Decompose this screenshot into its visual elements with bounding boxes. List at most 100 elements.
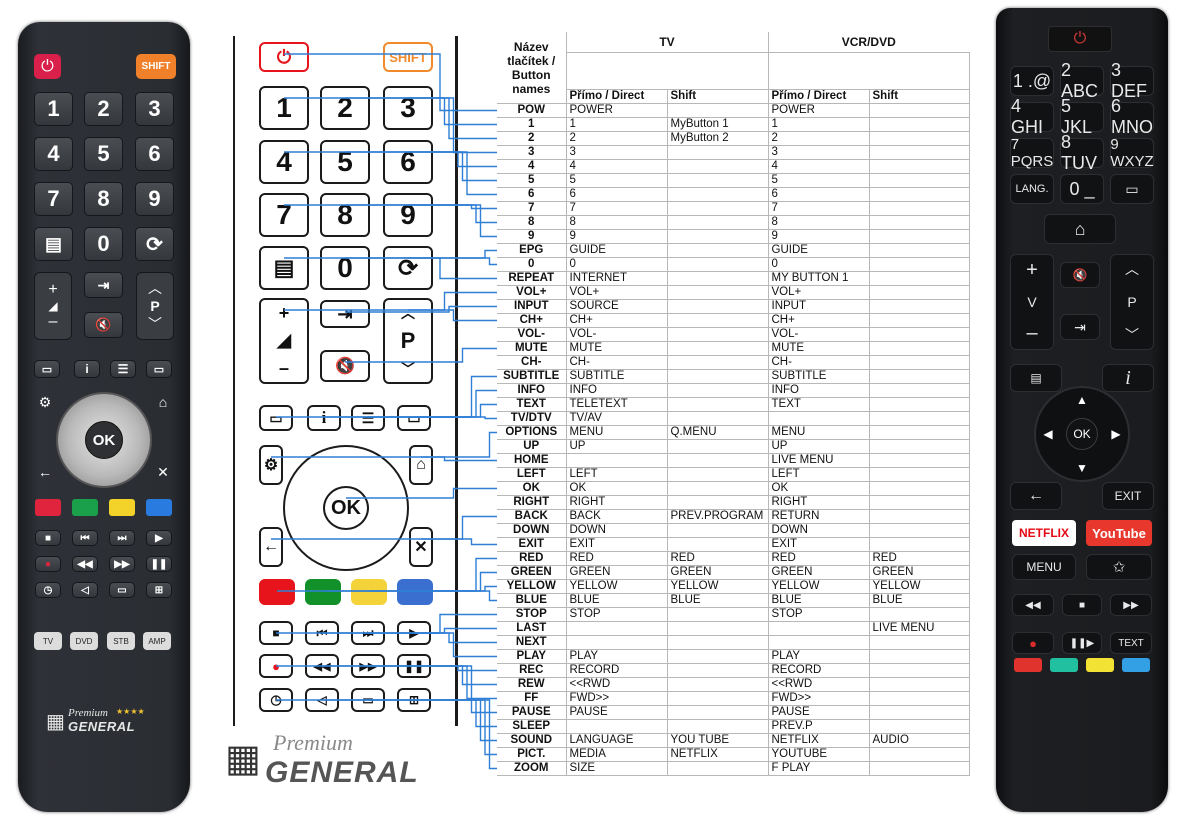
rr-channel-rocker[interactable]: ︿ P ﹀ — [1110, 254, 1154, 350]
source-amp-button[interactable]: AMP — [143, 632, 171, 650]
diagram-input-button[interactable]: ⇥ — [320, 300, 370, 328]
rr-guide-button[interactable]: ▤ — [1010, 364, 1062, 392]
diagram-digit-5[interactable]: 5 — [320, 140, 370, 184]
diagram-exit-button[interactable]: ✕ — [409, 527, 433, 567]
diagram-digit-3[interactable]: 3 — [383, 86, 433, 130]
rr-favorite-button[interactable]: ✩ — [1086, 554, 1152, 580]
diagram-record-button[interactable]: ● — [259, 654, 293, 678]
rr-power-button[interactable]: ⏻ — [1048, 26, 1112, 52]
rr-play-pause-button[interactable]: ❚❚▶ — [1062, 632, 1102, 654]
digit-4-button[interactable]: 4 — [34, 137, 73, 171]
sleep-button[interactable]: ◷ — [35, 582, 61, 598]
diagram-rewind-button[interactable]: ◀◀ — [305, 654, 339, 678]
rr-key-7[interactable]: 7 PQRS — [1010, 136, 1054, 170]
stop-button[interactable]: ■ — [35, 530, 61, 546]
volume-rocker[interactable]: +◢– — [34, 272, 72, 340]
diagram-stop-button[interactable]: ■ — [259, 621, 293, 645]
diagram-picture-button[interactable]: ▭ — [351, 688, 385, 712]
rr-key-1[interactable]: 1 .@ — [1010, 66, 1054, 96]
picture-button[interactable]: ▭ — [109, 582, 135, 598]
shift-button[interactable]: SHIFT — [136, 54, 176, 79]
rr-rewind-button[interactable]: ◀◀ — [1012, 594, 1054, 616]
diagram-repeat-button[interactable]: ⟳ — [383, 246, 433, 290]
rewind-button[interactable]: ◀◀ — [72, 556, 98, 572]
repeat-button[interactable]: ⟳ — [135, 227, 174, 261]
rr-back-button[interactable]: ← — [1010, 482, 1062, 510]
diagram-yellow-button[interactable] — [351, 579, 387, 605]
record-button[interactable]: ● — [35, 556, 61, 572]
rr-lang-button[interactable]: LANG. — [1010, 174, 1054, 204]
tv-dtv-button[interactable]: ▭ — [146, 360, 172, 378]
mute-button[interactable]: 🔇 — [84, 312, 123, 338]
diagram-forward-button[interactable]: ▶▶ — [351, 654, 385, 678]
green-button[interactable] — [72, 499, 98, 516]
diagram-digit-6[interactable]: 6 — [383, 140, 433, 184]
rr-netflix-button[interactable]: NETFLIX — [1012, 520, 1076, 546]
rr-key-2[interactable]: 2 ABC — [1060, 60, 1104, 101]
diagram-red-button[interactable] — [259, 579, 295, 605]
exit-button[interactable]: ✕ — [152, 462, 174, 482]
digit-8-button[interactable]: 8 — [84, 182, 123, 216]
diagram-info-button[interactable]: i — [307, 405, 341, 431]
digit-0-button[interactable]: 0 — [84, 227, 123, 261]
diagram-ok-button[interactable]: OK — [323, 486, 369, 530]
diagram-digit-7[interactable]: 7 — [259, 193, 309, 237]
diagram-options-button[interactable]: ⚙ — [259, 445, 283, 485]
digit-2-button[interactable]: 2 — [84, 92, 123, 126]
diagram-tvdtv-button[interactable]: ▭ — [397, 405, 431, 431]
diagram-mute-button[interactable]: 🔇 — [320, 350, 370, 382]
rr-mute-button[interactable]: 🔇 — [1060, 262, 1100, 288]
diagram-digit-4[interactable]: 4 — [259, 140, 309, 184]
diagram-subtitle-button[interactable]: ▭ — [259, 405, 293, 431]
channel-rocker[interactable]: ︿P﹀ — [136, 272, 174, 340]
source-stb-button[interactable]: STB — [107, 632, 135, 650]
diagram-digit-0[interactable]: 0 — [320, 246, 370, 290]
diagram-sound-button[interactable]: ◁ — [305, 688, 339, 712]
next-button[interactable]: ⏭ — [109, 530, 135, 546]
rr-left-arrow[interactable]: ◀ — [1040, 426, 1056, 442]
diagram-next-button[interactable]: ⏭ — [351, 621, 385, 645]
diagram-digit-1[interactable]: 1 — [259, 86, 309, 130]
rr-info-button[interactable]: i — [1102, 364, 1154, 392]
diagram-blue-button[interactable] — [397, 579, 433, 605]
power-button[interactable]: ⏻ — [34, 54, 61, 79]
rr-ok-button[interactable]: OK — [1066, 418, 1098, 450]
rr-exit-button[interactable]: EXIT — [1102, 482, 1154, 510]
diagram-play-button[interactable]: ▶ — [397, 621, 431, 645]
diagram-sleep-button[interactable]: ◷ — [259, 688, 293, 712]
digit-5-button[interactable]: 5 — [84, 137, 123, 171]
info-button[interactable]: i — [74, 360, 100, 378]
rr-key-8[interactable]: 8 TUV — [1060, 132, 1104, 173]
sound-button[interactable]: ◁ — [72, 582, 98, 598]
diagram-prev-button[interactable]: ⏮ — [305, 621, 339, 645]
rr-stop-button[interactable]: ■ — [1062, 594, 1102, 616]
digit-1-button[interactable]: 1 — [34, 92, 73, 126]
yellow-button[interactable] — [109, 499, 135, 516]
ok-button[interactable]: OK — [85, 421, 123, 459]
rr-up-arrow[interactable]: ▲ — [1072, 392, 1092, 408]
diagram-pause-button[interactable]: ❚❚ — [397, 654, 431, 678]
rr-blue-button[interactable] — [1122, 658, 1150, 672]
rr-key-5[interactable]: 5 JKL — [1060, 96, 1104, 137]
zoom-button[interactable]: ⊞ — [146, 582, 172, 598]
rr-caption-button[interactable]: ▭ — [1110, 174, 1154, 204]
rr-source-button[interactable]: ⇥ — [1060, 314, 1100, 340]
diagram-text-button[interactable]: ☰ — [351, 405, 385, 431]
rr-key-0[interactable]: 0 _ — [1060, 174, 1104, 204]
rr-down-arrow[interactable]: ▼ — [1072, 460, 1092, 476]
diagram-home-button[interactable]: ⌂ — [409, 445, 433, 485]
rr-record-button[interactable]: ● — [1012, 632, 1054, 654]
red-button[interactable] — [35, 499, 61, 516]
digit-7-button[interactable]: 7 — [34, 182, 73, 216]
rr-forward-button[interactable]: ▶▶ — [1110, 594, 1152, 616]
play-button[interactable]: ▶ — [146, 530, 172, 546]
forward-button[interactable]: ▶▶ — [109, 556, 135, 572]
back-button[interactable]: ← — [34, 462, 56, 482]
input-button[interactable]: ⇥ — [84, 272, 123, 298]
rr-green-button[interactable] — [1050, 658, 1078, 672]
home-button[interactable]: ⌂ — [152, 392, 174, 412]
rr-key-6[interactable]: 6 MNO — [1110, 96, 1154, 137]
diagram-power-button[interactable]: ⏻ — [259, 42, 309, 72]
rr-key-4[interactable]: 4 GHI — [1010, 96, 1054, 137]
rr-home-button[interactable]: ⌂ — [1044, 214, 1116, 244]
